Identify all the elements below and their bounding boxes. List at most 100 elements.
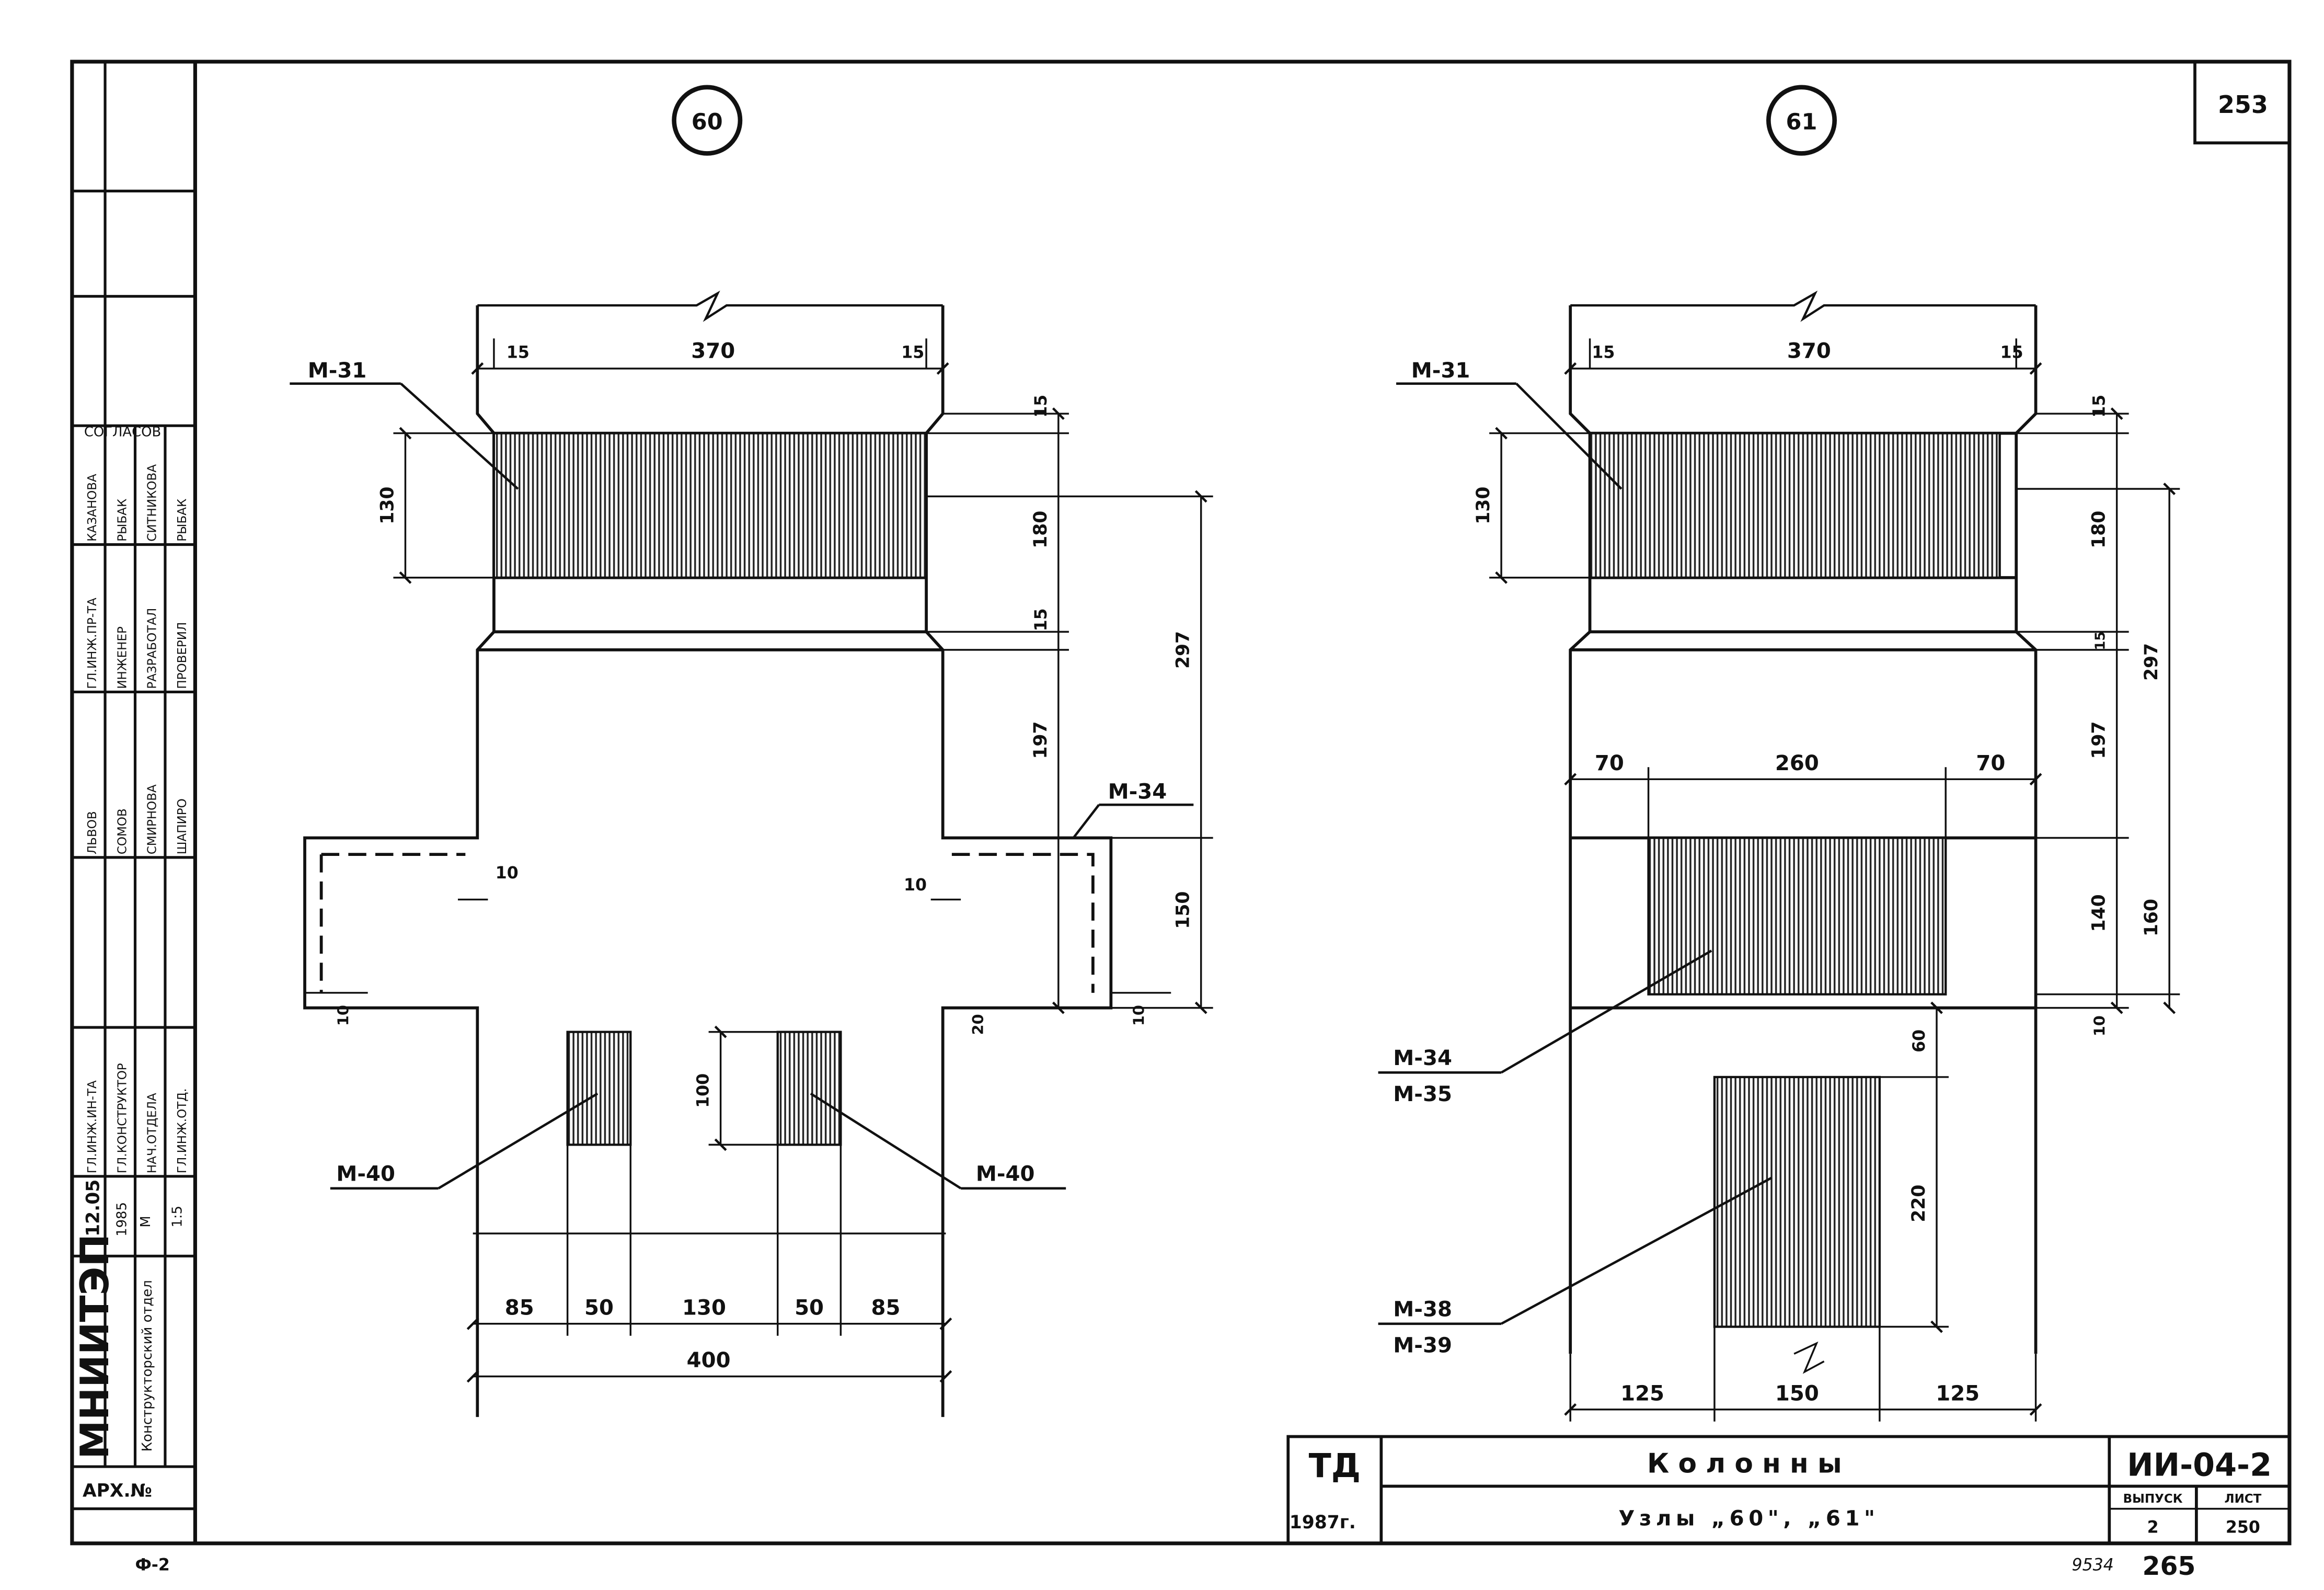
page-number: 253 (2218, 90, 2268, 119)
n61-dim-w70r: 70 (1976, 751, 2005, 775)
node-61-id: 61 (1786, 109, 1817, 135)
n61-dim-w260: 260 (1775, 751, 1819, 775)
signature-name: ШАПИРО (176, 798, 189, 854)
bottom-right-mark: 9534 (2072, 1556, 2113, 1575)
n61-dim-h60: 60 (1910, 1030, 1929, 1053)
n60-dim-b130: 130 (682, 1296, 726, 1320)
stamp-texts: СОГЛАСОВ МНИИТЭП Конструкторский отдел А… (72, 424, 189, 1501)
signature-name: СОМОВ (116, 808, 129, 854)
n61-dim-b125l: 125 (1620, 1381, 1664, 1405)
signature-name: ЛЬВОВ (86, 811, 99, 854)
n60-dim-bot10l: 10 (334, 1005, 352, 1026)
node-60-id: 60 (692, 109, 723, 135)
node-60-marker (672, 85, 743, 156)
signature-role: ПРОВЕРИЛ (176, 622, 189, 689)
n61-dim-h140: 140 (2089, 894, 2110, 932)
n60-dim-h15b: 15 (1032, 608, 1051, 631)
n60-dim-h180: 180 (1030, 511, 1051, 548)
n61-dim-w70l: 70 (1595, 751, 1624, 775)
n60-dim-h150: 150 (1173, 891, 1194, 929)
n61-dim-h10: 10 (2091, 1015, 2109, 1036)
n61-dim-b150: 150 (1775, 1381, 1819, 1405)
n60-dim-h130: 130 (377, 487, 398, 524)
n60-dim-b50l: 50 (584, 1296, 614, 1320)
signature-role: НАЧ.ОТДЕЛА (146, 1093, 159, 1173)
n61-dim-b125r: 125 (1936, 1381, 1980, 1405)
n61-dim-h15a: 15 (2090, 395, 2109, 418)
signature-name: КАЗАНОВА (86, 474, 99, 542)
tb-series: ИИ-04-2 (2127, 1447, 2272, 1483)
sheet-frame (70, 60, 2292, 1546)
n60-dim-bot10r: 10 (1130, 1005, 1148, 1026)
tb-org-code: ТД (1309, 1446, 1361, 1485)
stamp-dept: Конструкторский отдел (140, 1280, 155, 1451)
n60-dim-h100: 100 (694, 1073, 713, 1108)
node-60-texts: 60 15 370 15 130 15 180 15 197 297 150 1… (308, 109, 1194, 1372)
n60-label-m40-right: М-40 (976, 1162, 1035, 1186)
stamp-scale: 1:5 (170, 1206, 186, 1228)
n60-dim-b400: 400 (687, 1348, 731, 1372)
n60-label-m34: М-34 (1108, 780, 1167, 804)
n60-dim-top-l: 15 (507, 344, 530, 362)
n60-dim-top-m: 370 (691, 339, 735, 363)
node-61-embedded-plate-top (1589, 432, 2001, 579)
stamp-year: 1985 (114, 1202, 130, 1237)
n60-label-m31: М-31 (308, 359, 367, 383)
n61-dim-h130: 130 (1473, 487, 1494, 524)
n60-dim-h15a: 15 (1032, 395, 1051, 418)
n60-dim-h197: 197 (1030, 721, 1051, 759)
node-60-plate-left (566, 1031, 632, 1146)
signature-role: ГЛ.ИНЖ.ИН-ТА (86, 1080, 99, 1173)
n60-dim-b85l: 85 (505, 1296, 534, 1320)
n60-dim-b50r: 50 (795, 1296, 824, 1320)
node-61-embedded-plate-mid (1647, 837, 1947, 996)
tb-sheet: 250 (2226, 1518, 2260, 1537)
bottom-left-mark: Ф-2 (135, 1556, 169, 1575)
signature-role: РАЗРАБОТАЛ (146, 608, 159, 689)
bottom-page-number: 265 (2142, 1551, 2195, 1581)
tb-sheet-label: ЛИСТ (2225, 1492, 2262, 1506)
tb-year: 1987г. (1290, 1512, 1356, 1533)
signature-name: СИТНИКОВА (146, 464, 159, 542)
node-61-embedded-plate-bottom (1713, 1076, 1881, 1328)
signature-role: ГЛ.КОНСТРУКТОР (116, 1063, 129, 1173)
signature-name: РЫБАК (176, 499, 189, 542)
tb-subtitle: Узлы „60", „61" (1618, 1506, 1879, 1530)
n61-label-m38: М-38 (1393, 1297, 1452, 1321)
tb-issue-label: ВЫПУСК (2123, 1492, 2183, 1506)
node-60 (290, 85, 1213, 1417)
signature-role: ГЛ.ИНЖ.ПР-ТА (86, 598, 99, 689)
title-block (1286, 1435, 2291, 1545)
n61-dim-top-m: 370 (1787, 339, 1831, 363)
n60-dim-side10r: 10 (904, 876, 927, 895)
signature-role: ГЛ.ИНЖ.ОТД. (176, 1088, 189, 1173)
signature-role: ИНЖЕНЕР (116, 626, 129, 689)
n61-dim-h297: 297 (2141, 643, 2162, 681)
n60-label-m40-left: М-40 (336, 1162, 395, 1186)
n60-dim-b85r: 85 (871, 1296, 901, 1320)
n61-dim-top-r: 15 (2000, 344, 2023, 362)
n61-dim-h197: 197 (2089, 721, 2110, 759)
stamp-org: МНИИТЭП (72, 1234, 118, 1459)
node-60-embedded-plate (492, 432, 928, 579)
n61-label-m35: М-35 (1393, 1082, 1452, 1106)
n61-dim-h15b: 15 (2093, 632, 2109, 650)
n61-dim-h180: 180 (2089, 511, 2110, 548)
tb-title: Колонны (1647, 1448, 1851, 1480)
signature-name: РЫБАК (116, 499, 129, 542)
n61-dim-h160: 160 (2141, 899, 2162, 936)
stamp-archive: АРХ.№ (83, 1481, 152, 1502)
n61-label-m31: М-31 (1411, 359, 1470, 383)
tb-issue: 2 (2147, 1518, 2159, 1537)
left-stamp (72, 61, 195, 1511)
n61-label-m39: М-39 (1393, 1333, 1452, 1357)
n60-dim-top-r: 15 (901, 344, 924, 362)
n61-dim-h220: 220 (1908, 1185, 1929, 1222)
n60-dim-side10l: 10 (496, 864, 519, 883)
node-61-marker (1766, 85, 1837, 156)
signature-list: ГЛ.ИНЖ.ПР-ТА КАЗАНОВА ИНЖЕНЕР РЫБАК РАЗРАБОТ… (86, 464, 189, 1173)
node-60-plate-right (776, 1031, 842, 1146)
stamp-date: 12.05 (83, 1180, 104, 1237)
node-61-texts: 61 15 370 15 130 15 180 15 197 297 70 26… (1393, 109, 2162, 1405)
